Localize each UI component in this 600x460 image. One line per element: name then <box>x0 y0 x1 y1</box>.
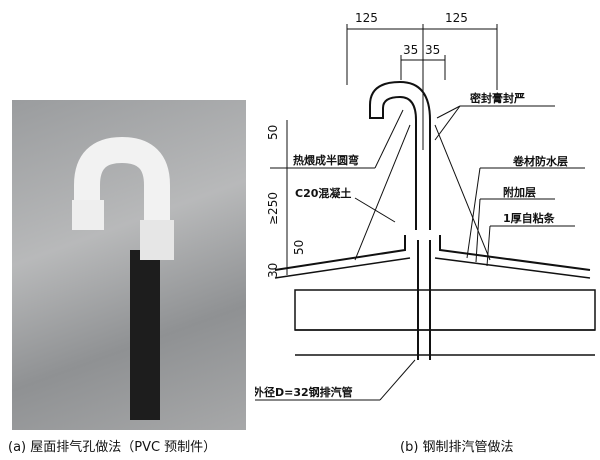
label-bend: 热煨成半圆弯 <box>293 153 359 167</box>
caption-b: (b) 钢制排汽管做法 <box>400 440 514 455</box>
caption-a: (a) 屋面排气孔做法（PVC 预制件） <box>8 440 217 455</box>
dim-50-top: 50 <box>266 125 280 140</box>
dim-30: 30 <box>266 263 280 278</box>
photo-pvc-vent <box>12 100 246 430</box>
label-concrete: C20混凝土 <box>295 186 351 200</box>
dim-250: ≥250 <box>266 192 280 225</box>
label-tape: 1厚自粘条 <box>503 211 556 225</box>
steel-vent-diagram: 125 125 35 35 50 ≥250 50 30 密封膏封严 热煨成半圆弯… <box>255 11 596 401</box>
pvc-vent-illustration <box>72 136 174 420</box>
label-additional: 附加层 <box>503 185 536 199</box>
dim-125-right: 125 <box>445 11 468 25</box>
dim-125-left: 125 <box>355 11 378 25</box>
label-pipe: 外径D=32钢排汽管 <box>255 385 353 399</box>
dim-35-left: 35 <box>403 43 418 57</box>
label-seal: 密封膏封严 <box>470 91 525 105</box>
dim-35-right: 35 <box>425 43 440 57</box>
label-membrane: 卷材防水层 <box>512 154 568 168</box>
dim-50-low: 50 <box>292 240 306 255</box>
